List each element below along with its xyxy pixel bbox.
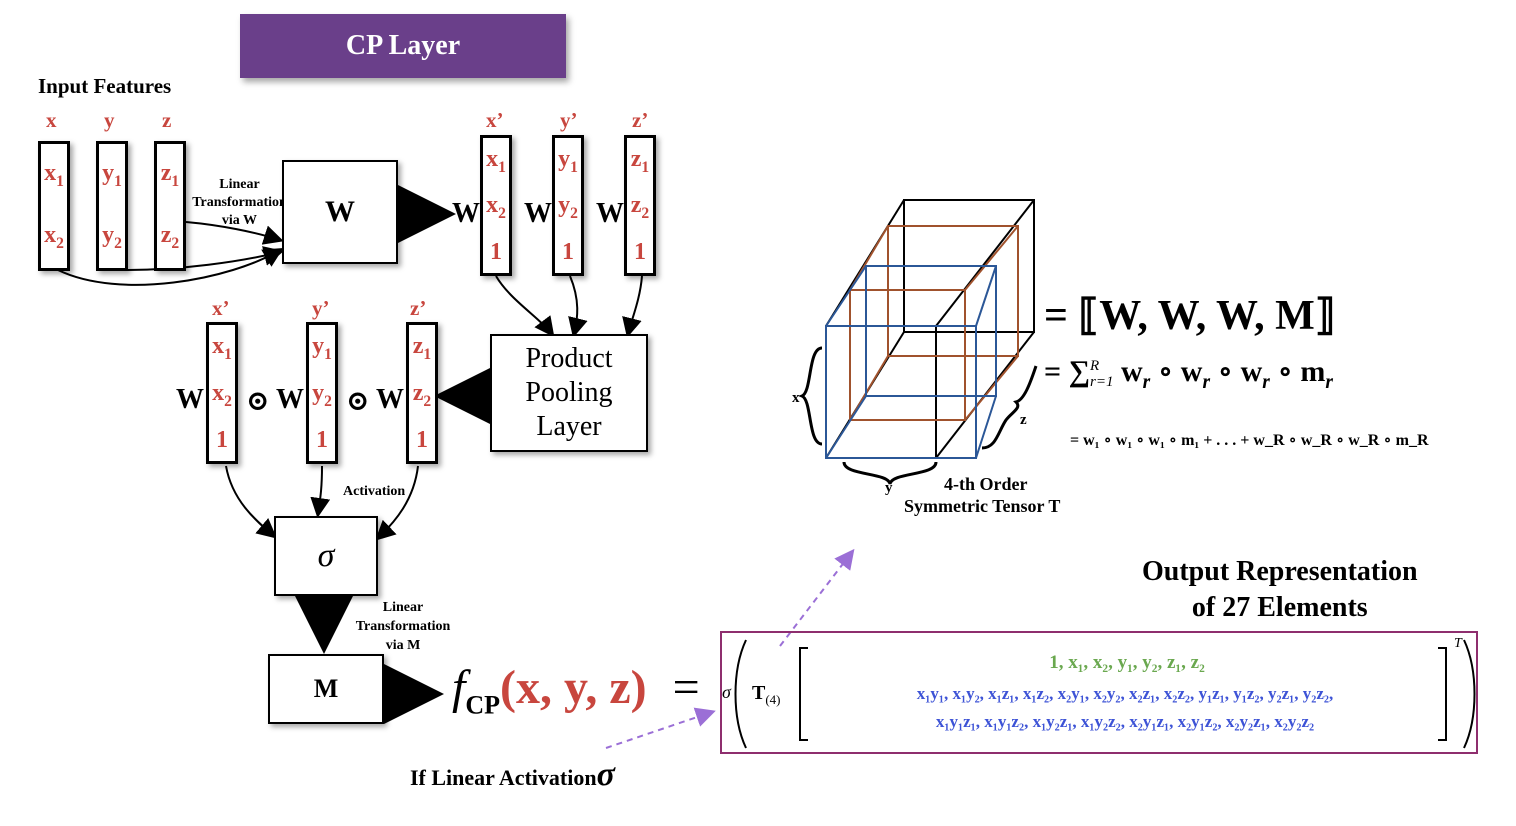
output-transpose: T: [1454, 636, 1462, 651]
input-y-name: y: [104, 108, 115, 132]
xp-name: x’: [486, 108, 504, 132]
arrow-yp-to-pool: [568, 275, 588, 338]
input-x-name: x: [46, 108, 57, 132]
arrow-ypp-to-sigma: [310, 465, 331, 518]
m-box: M: [268, 654, 384, 724]
tensor-cube-brown: [849, 225, 1019, 421]
transformed-vector-y: y1 y2 1: [552, 135, 584, 276]
w-prefix-y: W: [524, 198, 552, 229]
yp-name: y’: [560, 108, 578, 132]
left-paren: [734, 639, 747, 749]
arrow-z-to-w: [185, 221, 284, 245]
input-vector-z: z1 z2: [154, 141, 186, 271]
output-sigma: σ: [722, 682, 731, 702]
product-vector-y: y1 y2 1: [306, 322, 338, 464]
right-paren: [1463, 639, 1476, 749]
arrow-xpp-to-sigma: [225, 465, 278, 539]
input-vector-y: y1 y2: [96, 141, 128, 271]
tensor-axis-y: y: [885, 480, 893, 496]
output-row-2: x₁y₁, x₁y₂, x₁z₁, x₁z₂, x₂y₁, x₂y₂, x₂z₁…: [916, 684, 1334, 703]
arrow-x-to-w: [57, 247, 284, 286]
fcp-expression: fCP(x, y, z) =: [452, 661, 700, 720]
arrow-y-to-w: [127, 246, 284, 271]
dashed-arrow-to-output: [605, 707, 716, 749]
title-bar: CP Layer: [240, 14, 566, 78]
product-vector-z: z1 z2 1: [406, 322, 438, 464]
output-row-3: x₁y₁z₁, x₁y₁z₂, x₁y₂z₁, x₁y₂z₂, x₂y₁z₁, …: [935, 712, 1315, 731]
left-bracket: [799, 647, 808, 741]
product-vector-x: x1 x2 1: [206, 322, 238, 464]
input-vector-x: x1 x2: [38, 141, 70, 271]
w-prefix-product-z: W: [376, 384, 404, 415]
if-linear-label: If Linear Activationσ: [410, 756, 615, 793]
odot-1: ⊙: [246, 386, 270, 417]
w-prefix-product-y: W: [276, 384, 304, 415]
brace-x: [798, 346, 823, 446]
tensor-caption-2: Symmetric Tensor T: [904, 496, 1061, 516]
tensor-axis-z: z: [1020, 412, 1027, 428]
dashed-arrow-to-tensor: [779, 548, 855, 647]
tensor-cube-blue: [825, 265, 997, 459]
w-prefix-product-x: W: [176, 384, 204, 415]
equation-3: = w₁ ∘ w₁ ∘ w₁ ∘ m₁ + . . . + w_R ∘ w_R …: [1070, 432, 1429, 449]
brace-z: [981, 365, 1038, 450]
right-bracket: [1438, 647, 1447, 741]
zp-name: z’: [632, 108, 649, 132]
tensor-axis-x: x: [792, 390, 800, 406]
zpp-name: z’: [410, 296, 427, 320]
w-box: W: [282, 160, 398, 264]
tensor-caption-1: 4-th Order: [944, 474, 1028, 494]
odot-2: ⊙: [346, 386, 370, 417]
input-z-name: z: [162, 108, 172, 132]
w-prefix-z: W: [596, 198, 624, 229]
output-t: T(4): [752, 682, 781, 707]
product-pooling-box: Product Pooling Layer: [490, 334, 648, 452]
equation-1: = ⟦W, W, W, M⟧: [1044, 293, 1336, 339]
brace-y: [842, 461, 938, 485]
output-frame: [720, 631, 1478, 754]
w-prefix-x: W: [452, 198, 480, 229]
output-row-1: 1, x₁, x₂, y₁, y₂, z₁, z₂: [1049, 652, 1205, 673]
sigma-box: σ: [274, 516, 378, 596]
arrow-zpp-to-sigma: [375, 465, 419, 541]
ypp-name: y’: [312, 296, 330, 320]
transformed-vector-z: z1 z2 1: [624, 135, 656, 276]
transformed-vector-x: x1 x2 1: [480, 135, 512, 276]
activation-label: Activation: [343, 484, 406, 499]
xpp-name: x’: [212, 296, 230, 320]
arrow-zp-to-pool: [622, 275, 643, 338]
input-features-label: Input Features: [38, 74, 172, 98]
arrow-xp-to-pool: [495, 275, 555, 338]
